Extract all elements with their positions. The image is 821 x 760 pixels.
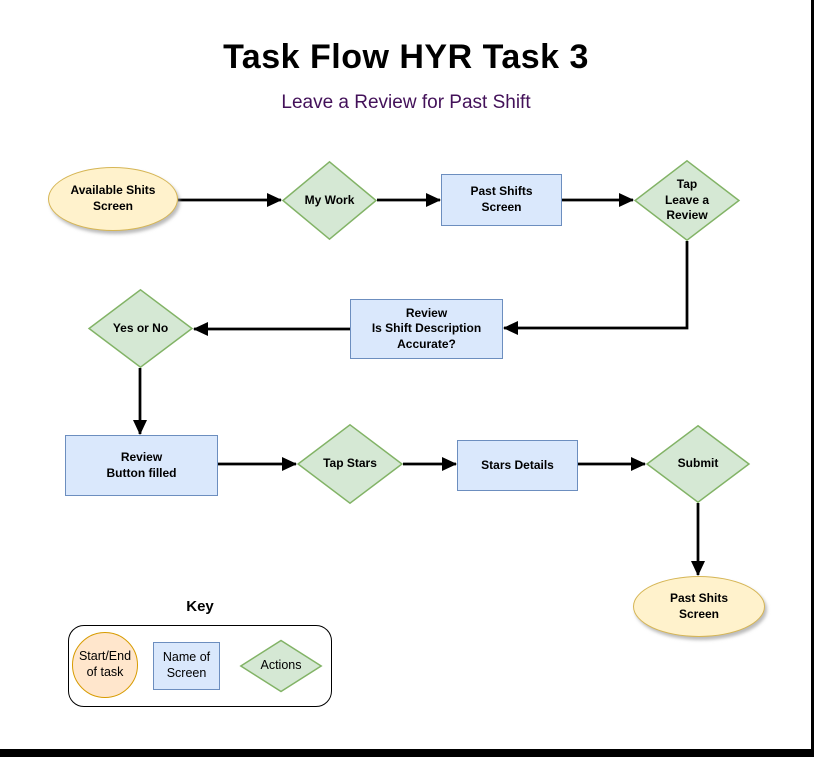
- node-label: Available Shits Screen: [70, 183, 156, 213]
- node-label: My Work: [304, 192, 355, 207]
- diamond-shape: [634, 160, 740, 241]
- diamond-shape: [240, 640, 322, 692]
- node-label: Review Is Shift Description Accurate?: [371, 305, 482, 351]
- node-label: Past Shifts Screen: [470, 184, 533, 214]
- key-item-label: Start/End of task: [78, 649, 132, 679]
- node-available-shits-screen: Available Shits Screen: [48, 167, 178, 231]
- key-item-label: Name of Screen: [162, 650, 211, 680]
- edge-tapleave-to-review: [503, 241, 689, 335]
- page-title: Task Flow HYR Task 3: [223, 38, 589, 76]
- key-title: Key: [186, 598, 214, 615]
- node-review-button-filled: Review Button filled: [65, 435, 218, 496]
- node-label: Submit: [677, 456, 719, 471]
- node-past-shits-screen: Past Shits Screen: [633, 576, 765, 637]
- key-item-start-end-of-task: Start/End of task: [72, 632, 138, 698]
- diamond-shape: [646, 425, 750, 503]
- node-label: Yes or No: [112, 320, 169, 335]
- diamond-shape: [282, 161, 377, 240]
- node-label: Past Shits Screen: [669, 590, 729, 621]
- node-tap-stars: Tap Stars: [297, 424, 403, 504]
- node-submit: Submit: [646, 425, 750, 503]
- node-label: Stars Details: [481, 457, 554, 472]
- diamond-shape: [297, 424, 403, 504]
- node-tap-leave-a-review: Tap Leave a Review: [634, 160, 740, 241]
- key-item-name-of-screen: Name of Screen: [153, 642, 220, 690]
- node-review-is-shift-description-accurate: Review Is Shift Description Accurate?: [350, 299, 503, 359]
- page-border-right: [811, 0, 814, 757]
- page-border-bottom: [0, 749, 814, 757]
- node-label: Tap Stars: [323, 456, 377, 471]
- node-my-work: My Work: [282, 161, 377, 240]
- node-label: Review Button filled: [106, 449, 177, 480]
- key-item-actions: Actions: [240, 640, 322, 692]
- node-past-shifts-screen: Past Shifts Screen: [441, 174, 562, 226]
- key-item-label: Actions: [260, 658, 302, 673]
- page-subtitle: Leave a Review for Past Shift: [281, 92, 531, 113]
- node-yes-or-no: Yes or No: [88, 289, 193, 368]
- node-stars-details: Stars Details: [457, 440, 578, 491]
- diamond-shape: [88, 289, 193, 368]
- node-label: Tap Leave a Review: [664, 177, 710, 223]
